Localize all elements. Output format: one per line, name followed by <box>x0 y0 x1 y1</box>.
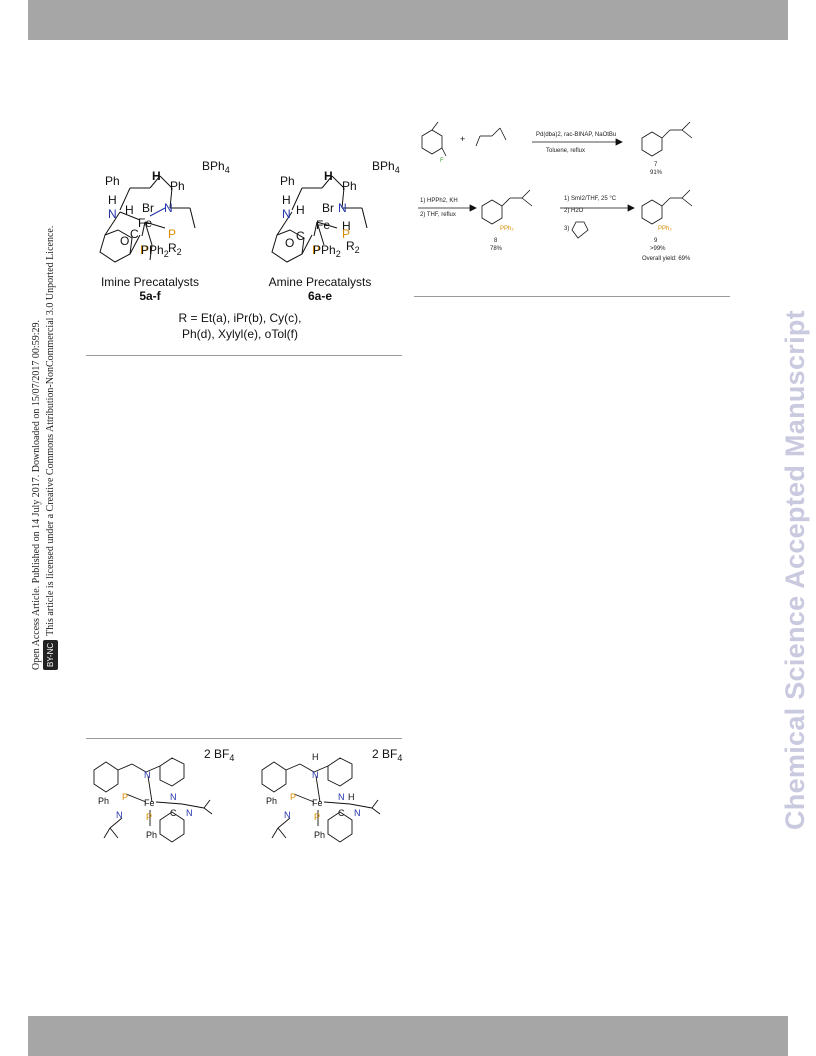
pph2-label: PPPh2 <box>312 243 341 259</box>
ph-label: Ph <box>105 174 120 188</box>
h-label: H <box>125 203 134 217</box>
p-label: P <box>146 812 152 822</box>
h-label: H <box>296 203 305 217</box>
compound-8-yield: 78% <box>490 246 503 252</box>
synthesis-scheme: F + Pd(dba)2, rac-BINAP, NaOtBu Toluene,… <box>418 121 693 262</box>
n-label: N <box>164 201 173 215</box>
pph2-label: PPPh2 <box>140 243 169 259</box>
n-label: N <box>186 808 193 818</box>
h-label: H <box>348 792 355 802</box>
license-strip: Open Access Article. Published on 14 Jul… <box>0 0 60 1056</box>
h-label: H <box>324 169 333 183</box>
counterion-label: 2 BF4 <box>204 747 234 763</box>
h-label: H <box>312 752 319 762</box>
n-label: N <box>354 808 361 818</box>
figure-divider-bottom <box>86 738 402 739</box>
license-line-1: Open Access Article. Published on 14 Jul… <box>31 320 42 670</box>
ph-label: Ph <box>146 830 157 840</box>
precatalyst-figure: Ph H Ph BPh4 H N H Fe Br N O C P R2 PPPh… <box>99 159 400 341</box>
c-label: C <box>170 808 177 818</box>
pph2-label: PPh₂ <box>658 226 672 232</box>
r-group-line-2: Ph(d), Xylyl(e), oTol(f) <box>182 327 298 341</box>
ph-label: Ph <box>98 796 109 806</box>
ph-label: Ph <box>280 174 295 188</box>
license-line-2: This article is licensed under a Creativ… <box>44 225 56 636</box>
compound-7-yield: 91% <box>650 170 663 176</box>
fe-label: Fe <box>144 798 155 808</box>
h-label: H <box>342 219 351 233</box>
p-label: P <box>314 812 320 822</box>
step3-line-3: 3) <box>564 226 569 232</box>
plus-sign: + <box>460 134 465 144</box>
compound-9-label: 9 <box>654 238 658 244</box>
n-label: N <box>144 770 151 780</box>
fe-label: Fe <box>138 216 152 230</box>
step2-line-2: 2) THF, reflux <box>420 212 456 218</box>
n-label: N <box>170 792 177 802</box>
br-label: Br <box>142 201 154 215</box>
step3-line-1: 1) SmI2/THF, 25 °C <box>564 196 617 202</box>
header-bar <box>28 0 788 40</box>
fe-label: Fe <box>312 798 323 808</box>
r2-label: R2 <box>346 239 360 255</box>
r2-label: R2 <box>168 241 182 257</box>
scheme-divider <box>414 296 730 297</box>
figure-divider <box>86 355 402 356</box>
o-label: O <box>120 234 129 248</box>
cc-license-icon[interactable]: BY-NC <box>43 639 58 670</box>
n-label: N <box>338 792 345 802</box>
n-label: N <box>116 810 123 820</box>
counterion-label: BPh4 <box>202 159 230 175</box>
footer-bar <box>28 1016 788 1056</box>
step1-reagents: Pd(dba)2, rac-BINAP, NaOtBu <box>536 132 616 138</box>
ph-label: Ph <box>314 830 325 840</box>
counterion-label: 2 BF4 <box>372 747 402 763</box>
ph-label: Ph <box>342 179 357 193</box>
fe-label: Fe <box>316 218 330 232</box>
ph-label: Ph <box>170 179 185 193</box>
c-label: C <box>130 227 139 241</box>
o-label: O <box>285 236 294 250</box>
fluoro-label: F <box>440 158 444 164</box>
p-label: P <box>342 227 350 241</box>
n-label: N <box>284 810 291 820</box>
overall-yield: Overall yield: 69% <box>642 256 691 262</box>
pph2-label: PPh₂ <box>500 226 514 232</box>
n-label: N <box>108 207 117 221</box>
amine-label: Amine Precatalysts <box>269 275 372 289</box>
step2-line-1: 1) HPPh2, KH <box>420 198 458 204</box>
p-label: P <box>168 227 176 241</box>
compound-8-label: 8 <box>494 238 498 244</box>
c-label: C <box>296 229 305 243</box>
license-text: Open Access Article. Published on 14 Jul… <box>30 226 58 670</box>
compound-9-yield: >99% <box>650 246 666 252</box>
h-label: H <box>108 193 117 207</box>
h-label: H <box>152 169 161 183</box>
imine-label: Imine Precatalysts <box>101 275 199 289</box>
counterion-label: BPh4 <box>372 159 400 175</box>
p-label: P <box>290 792 296 802</box>
h-label: H <box>282 193 291 207</box>
br-label: Br <box>322 201 334 215</box>
n-label: N <box>312 770 319 780</box>
amine-code: 6a-e <box>308 289 332 303</box>
r-group-line-1: R = Et(a), iPr(b), Cy(c), <box>178 311 301 325</box>
c-label: C <box>338 808 345 818</box>
imine-code: 5a-f <box>139 289 161 303</box>
accepted-manuscript-watermark: Chemical Science Accepted Manuscript <box>780 310 810 830</box>
step3-line-2: 2) H2O <box>564 208 584 214</box>
n-label: N <box>282 207 291 221</box>
p-label: P <box>122 792 128 802</box>
step1-conditions: Toluene, reflux <box>546 148 585 154</box>
n-label: N <box>338 201 347 215</box>
iron-complex-figure: N Fe P P N C N Ph Ph N 2 BF4 H N Fe P P … <box>93 747 402 843</box>
ph-label: Ph <box>266 796 277 806</box>
compound-7-label: 7 <box>654 162 658 168</box>
